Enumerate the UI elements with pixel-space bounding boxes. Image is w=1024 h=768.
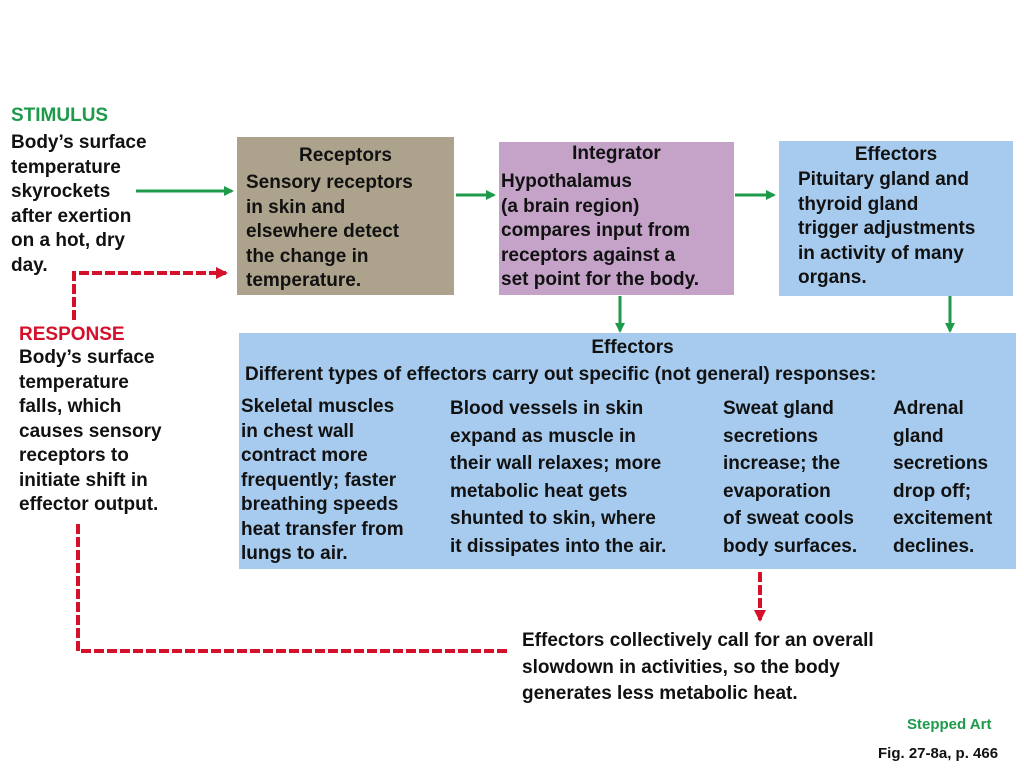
effector-line: gland: [893, 425, 944, 447]
stimulus-line: skyrockets: [11, 181, 111, 202]
response-line: falls, which: [19, 396, 122, 417]
effectors-top-line: thyroid gland: [798, 193, 919, 215]
integrator-line: Hypothalamus: [501, 171, 632, 192]
effectors-top-text: Pituitary gland and thyroid gland trigge…: [779, 168, 1013, 291]
response-title: RESPONSE: [19, 324, 125, 345]
effector-line: excitement: [893, 508, 993, 529]
effector-column-blood-vessels: Blood vessels in skin expand as muscle i…: [450, 395, 666, 560]
receptors-line: the change in: [246, 245, 369, 267]
response-text: Body’s surface temperature falls, which …: [19, 346, 162, 518]
effector-line: lungs to air.: [241, 543, 348, 564]
feedback-loop-line: [76, 522, 507, 653]
effector-line: declines.: [893, 535, 975, 557]
effector-column-sweat-gland: Sweat gland secretions increase; the eva…: [723, 395, 857, 560]
effector-line: shunted to skin, where: [450, 508, 656, 529]
effectors-main-box: Effectors Different types of effectors c…: [239, 333, 1016, 569]
response-line: receptors to: [19, 445, 129, 466]
stimulus-line: temperature: [11, 156, 121, 178]
integrator-title: Integrator: [572, 143, 661, 164]
receptors-line: temperature.: [246, 270, 362, 291]
effector-line: breathing speeds: [241, 494, 399, 515]
integrator-line: set point for the body.: [501, 269, 700, 290]
effector-line: their wall relaxes; more: [450, 453, 662, 474]
effector-column-adrenal: Adrenal gland secretions drop off; excit…: [893, 395, 992, 560]
effectors-top-box: Effectors Pituitary gland and thyroid gl…: [779, 141, 1013, 296]
effector-line: expand as muscle in: [450, 425, 636, 447]
effector-line: frequently; faster: [241, 469, 397, 491]
outcome-line: slowdown in activities, so the body: [522, 656, 840, 678]
integrator-line: (a brain region): [501, 195, 640, 217]
receptors-line: Sensory receptors: [246, 172, 413, 193]
stimulus-line: after exertion: [11, 205, 132, 227]
response-line: Body’s surface: [19, 347, 155, 368]
effector-line: metabolic heat gets: [450, 480, 628, 502]
effector-line: Skeletal muscles: [241, 396, 395, 417]
effector-line: increase; the: [723, 453, 841, 474]
effectors-top-line: organs.: [798, 267, 867, 288]
effector-line: it dissipates into the air.: [450, 535, 667, 557]
response-line: initiate shift in: [19, 469, 148, 491]
integrator-line: receptors against a: [501, 244, 676, 266]
effector-line: body surfaces.: [723, 535, 858, 557]
receptors-title: Receptors: [299, 145, 392, 166]
effector-line: drop off;: [893, 480, 972, 502]
receptors-text: Sensory receptors in skin and elsewhere …: [237, 171, 454, 294]
integrator-text: Hypothalamus (a brain region) compares i…: [499, 170, 734, 293]
integrator-box: Integrator Hypothalamus (a brain region)…: [499, 142, 734, 295]
effectors-top-title: Effectors: [854, 144, 938, 165]
stepped-art-label: Stepped Art: [907, 716, 992, 733]
response-line: temperature: [19, 371, 129, 393]
effector-line: heat transfer from: [241, 518, 404, 540]
effector-line: Sweat gland: [723, 398, 834, 419]
effector-column-skeletal: Skeletal muscles in chest wall contract …: [241, 395, 404, 567]
effector-line: secretions: [723, 425, 819, 447]
stimulus-line: Body’s surface: [11, 132, 147, 153]
effectors-top-line: in activity of many: [798, 242, 964, 264]
response-line: effector output.: [19, 494, 159, 515]
effectors-top-line: trigger adjustments: [798, 218, 976, 239]
stimulus-title: STIMULUS: [11, 105, 109, 126]
receptors-line: in skin and: [246, 196, 346, 218]
response-line: causes sensory: [19, 420, 162, 442]
effector-line: of sweat cools: [723, 508, 854, 529]
effector-line: evaporation: [723, 480, 831, 502]
stimulus-text: Body’s surface temperature skyrockets af…: [11, 131, 147, 278]
feedback-to-receptors-line: [72, 267, 228, 320]
outcome-text: Effectors collectively call for an overa…: [522, 628, 874, 708]
effectors-main-title: Effectors: [591, 337, 674, 358]
stimulus-line: day.: [11, 254, 48, 276]
effector-line: contract more: [241, 445, 368, 466]
receptors-box: Receptors Sensory receptors in skin and …: [237, 137, 454, 295]
effector-line: Adrenal: [893, 398, 964, 419]
figure-reference: Fig. 27-8a, p. 466: [878, 745, 999, 762]
integrator-line: compares input from: [501, 220, 690, 241]
stimulus-line: on a hot, dry: [11, 230, 125, 251]
effector-line: in chest wall: [241, 420, 354, 442]
effectors-top-line: Pituitary gland and: [798, 169, 970, 190]
outcome-line: generates less metabolic heat.: [522, 683, 798, 704]
effectors-main-subtitle: Different types of effectors carry out s…: [245, 364, 877, 385]
effector-line: secretions: [893, 453, 989, 474]
effector-line: Blood vessels in skin: [450, 398, 644, 419]
receptors-line: elsewhere detect: [246, 221, 400, 242]
outcome-line: Effectors collectively call for an overa…: [522, 630, 874, 651]
